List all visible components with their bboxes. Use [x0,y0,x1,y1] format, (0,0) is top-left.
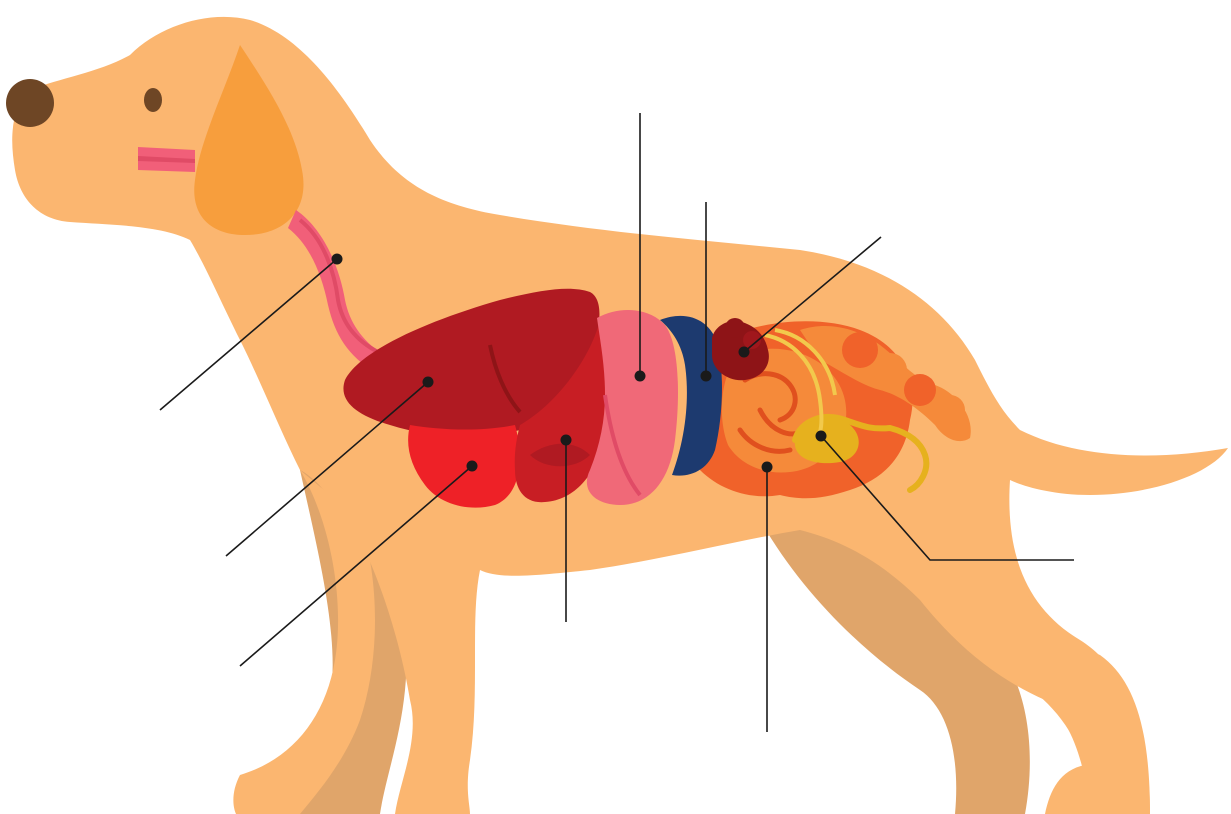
dot-bladder [816,431,827,442]
dot-lungs [561,435,572,446]
dot-heart [467,461,478,472]
dot-liver [423,377,434,388]
eye [144,88,162,112]
nose [6,79,54,127]
dot-kidney [701,371,712,382]
dot-spleen [739,347,750,358]
dot-esophagus [332,254,343,265]
dot-stomach [635,371,646,382]
dot-intestines [762,462,773,473]
